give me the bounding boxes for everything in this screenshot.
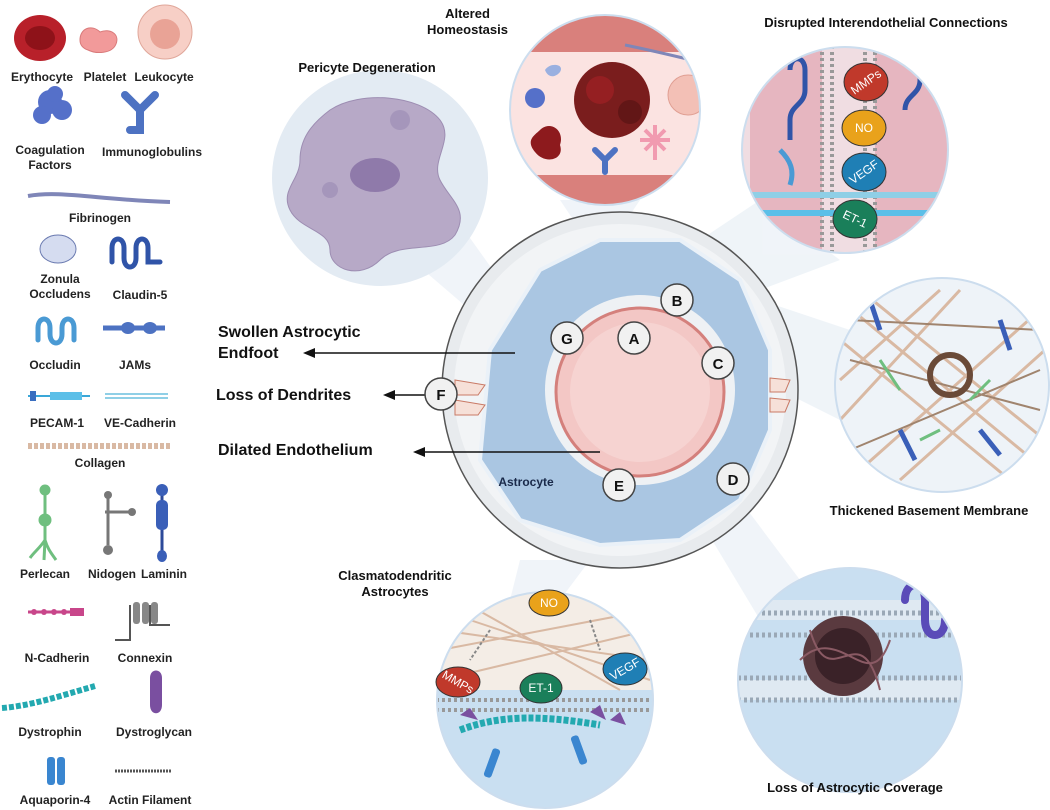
pericyte-inset (272, 70, 488, 286)
svg-text:C: C (713, 356, 724, 373)
legend-actin-label: Actin Filament (108, 793, 192, 807)
mmps-oval-clasmato: MMPs (435, 666, 481, 698)
occludin-icon (35, 316, 77, 346)
svg-text:NO: NO (540, 596, 558, 610)
disrupted-title: Disrupted Interendothelial Connections (764, 15, 1008, 30)
et1-oval-clasmato: ET-1 (519, 672, 563, 704)
marker-f: F (424, 377, 458, 411)
legend-erythrocyte-label: Erythocyte (10, 70, 74, 84)
disrupted-inset (741, 46, 949, 254)
platelet-icon (79, 27, 118, 53)
n-cadherin-icon (28, 608, 84, 616)
marker-e: E (602, 468, 636, 502)
legend-jams-label: JAMs (118, 358, 151, 372)
svg-text:D: D (728, 472, 739, 489)
dystroglycan-icon (150, 670, 162, 714)
annotation-arrows (303, 348, 600, 457)
erythrocyte-icon (14, 15, 66, 61)
homeostasis-inset (509, 14, 701, 206)
legend-aquaporin-label: Aquaporin-4 (19, 793, 91, 807)
connexin-icon (115, 602, 170, 641)
legend-pecam-label: PECAM-1 (29, 416, 84, 430)
legend-perlecan-label: Perlecan (19, 567, 71, 581)
legend-occludin-label: Occludin (29, 358, 81, 372)
fibrinogen-icon (27, 192, 171, 204)
astrocyte-label: Astrocyte (498, 475, 554, 489)
no-oval-clasmato: NO (528, 589, 570, 617)
svg-text:E: E (614, 478, 624, 495)
legend-dystrophin-label: Dystrophin (18, 725, 82, 739)
legend-coagulation-label: Coagulation Factors (15, 143, 85, 172)
dystrophin-icon (1, 683, 96, 711)
svg-text:G: G (561, 331, 573, 348)
legend-leukocyte-label: Leukocyte (134, 70, 194, 84)
coagulation-factors-icon (33, 86, 72, 124)
aquaporin-icon (47, 757, 65, 785)
leukocyte-icon (137, 4, 193, 60)
mmps-oval-disrupted: MMPs (843, 62, 889, 102)
marker-d: D (716, 462, 750, 496)
swollen-endfoot-label: Swollen Astrocytic Endfoot (218, 324, 361, 362)
vegf-oval-clasmato: VEGF (602, 652, 648, 686)
loss-of-dendrites-label: Loss of Dendrites (216, 387, 352, 404)
marker-g: G (550, 321, 584, 355)
legend-immunoglobulins-label: Immunoglobulins (102, 145, 202, 159)
homeostasis-title: Altered Homeostasis (427, 6, 508, 37)
legend-fibrinogen-label: Fibrinogen (69, 211, 131, 225)
svg-text:ET-1: ET-1 (528, 681, 554, 695)
marker-b: B (660, 283, 694, 317)
legend-icons (1, 4, 193, 785)
legend-dystroglycan-label: Dystroglycan (115, 725, 193, 739)
nidogen-icon (103, 491, 136, 555)
clasmato-title: Clasmatodendritic Astrocytes (338, 568, 452, 599)
svg-text:NO: NO (855, 121, 873, 135)
svg-text:F: F (436, 387, 445, 404)
svg-text:B: B (672, 293, 683, 310)
jams-icon (103, 322, 165, 334)
legend-platelet-label: Platelet (83, 70, 127, 84)
legend-laminin-label: Laminin (140, 567, 187, 581)
central-cross-section (441, 211, 799, 569)
legend-nidogen-label: Nidogen (88, 567, 136, 581)
vegf-oval-disrupted: VEGF (841, 152, 887, 192)
marker-a: A (617, 321, 651, 355)
pecam-icon (28, 391, 90, 401)
letter-markers: A B C D E F G (424, 283, 750, 502)
ve-cadherin-icon (105, 393, 168, 399)
basement-title: Thickened Basement Membrane (829, 503, 1029, 518)
pericyte-title: Pericyte Degeneration (298, 60, 436, 75)
coverage-inset (737, 567, 963, 793)
immunoglobulins-icon (121, 91, 159, 134)
legend-zonula-label: Zonula Occludens (29, 272, 91, 301)
marker-c: C (701, 346, 735, 380)
svg-text:A: A (629, 331, 640, 348)
legend-ncadherin-label: N-Cadherin (24, 651, 90, 665)
legend-claudin-label: Claudin-5 (112, 288, 168, 302)
legend-connexin-label: Connexin (117, 651, 173, 665)
basement-membrane-inset (834, 277, 1050, 493)
claudin-icon (109, 236, 163, 270)
zonula-occludens-icon (39, 234, 77, 264)
dilated-endothelium-label: Dilated Endothelium (218, 442, 373, 459)
no-oval-disrupted: NO (841, 109, 887, 147)
molecule-ovals: MMPs NO VEGF ET-1 NO MMPs ET-1 VEGF (435, 62, 889, 704)
legend-vecadherin-label: VE-Cadherin (103, 416, 176, 430)
et1-oval-disrupted: ET-1 (832, 199, 878, 239)
laminin-icon (156, 484, 168, 562)
perlecan-icon (28, 484, 58, 561)
legend-collagen-label: Collagen (74, 456, 126, 470)
coverage-title: Loss of Astrocytic Coverage (767, 780, 943, 795)
